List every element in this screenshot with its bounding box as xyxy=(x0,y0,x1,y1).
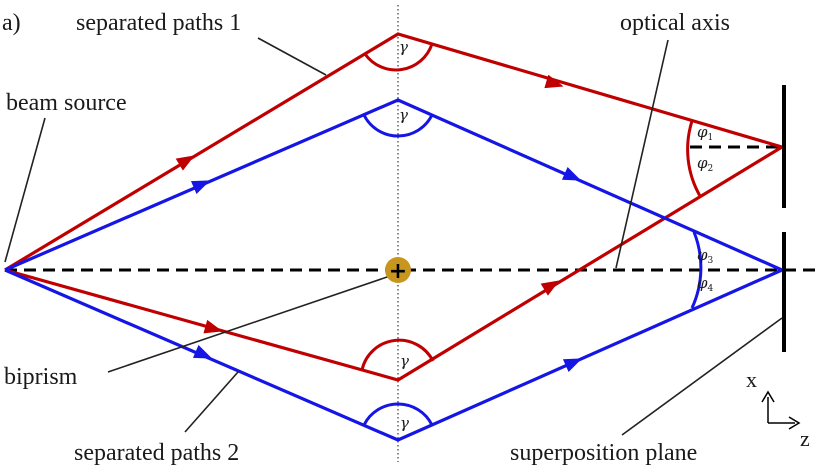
leader-superposition-plane xyxy=(621,317,783,436)
phi-2-label: φ2 xyxy=(697,154,713,174)
red-arrow-2 xyxy=(544,74,564,89)
blue-arrow-3 xyxy=(192,345,213,359)
label-superposition-plane: superposition plane xyxy=(510,440,697,466)
phi-4-label: φ4 xyxy=(697,274,714,294)
z-axis-arrow-head xyxy=(788,416,801,430)
red-arrow-4 xyxy=(540,280,560,296)
phi-1-label: φ1 xyxy=(697,123,713,143)
red-arrow-3 xyxy=(203,319,223,334)
leader-separated-paths-2 xyxy=(184,371,239,433)
blue-arrow-4 xyxy=(562,358,583,373)
label-optical-axis: optical axis xyxy=(620,10,730,36)
leader-biprism xyxy=(107,275,391,373)
blue-arrow-1 xyxy=(190,180,211,194)
panel-label: a) xyxy=(2,10,21,36)
red-path-upper xyxy=(4,32,783,272)
gamma-label-red-top: γ xyxy=(399,38,408,56)
phi-arc-blue xyxy=(690,231,703,309)
leader-optical-axis xyxy=(615,39,669,269)
blue-arrow-2 xyxy=(561,166,582,181)
gamma-label-red-bottom: γ xyxy=(400,352,409,370)
gamma-label-blue-top: γ xyxy=(399,106,408,124)
gamma-arc-blue-top xyxy=(362,114,434,138)
x-axis-arrow-head xyxy=(761,390,775,403)
gamma-arc-blue-bottom xyxy=(362,402,434,426)
leader-beam-source xyxy=(4,117,46,263)
label-separated-paths-2: separated paths 2 xyxy=(74,440,239,466)
z-axis-label: z xyxy=(800,426,810,451)
label-separated-paths-1: separated paths 1 xyxy=(76,10,241,36)
red-path-lower xyxy=(4,145,783,382)
blue-path-lower xyxy=(4,268,783,442)
phi-arc-red xyxy=(686,120,702,197)
phi-3-label: φ3 xyxy=(697,246,714,266)
gamma-label-blue-bottom: γ xyxy=(400,414,409,432)
label-biprism: biprism xyxy=(4,364,78,390)
red-arrow-1 xyxy=(175,155,195,171)
x-axis-label: x xyxy=(746,367,757,392)
leader-separated-paths-1 xyxy=(257,37,327,76)
gamma-arc-red-bottom xyxy=(360,338,435,371)
biprism-plus: + xyxy=(389,259,407,284)
blue-path-upper xyxy=(4,98,783,272)
label-beam-source: beam source xyxy=(6,90,127,116)
gamma-arc-red-top xyxy=(363,43,434,72)
biprism-marker xyxy=(385,257,411,283)
